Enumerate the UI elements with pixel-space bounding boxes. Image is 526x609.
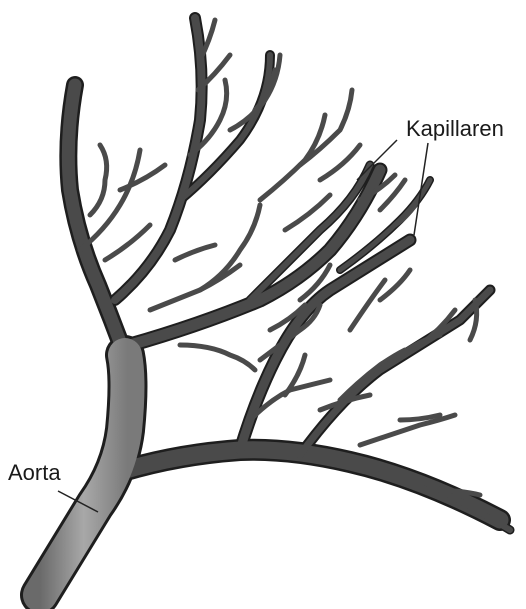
aorta-label: Aorta xyxy=(8,462,61,484)
capillaries-label: Kapillaren xyxy=(406,118,504,140)
vessel-tree xyxy=(40,18,510,595)
